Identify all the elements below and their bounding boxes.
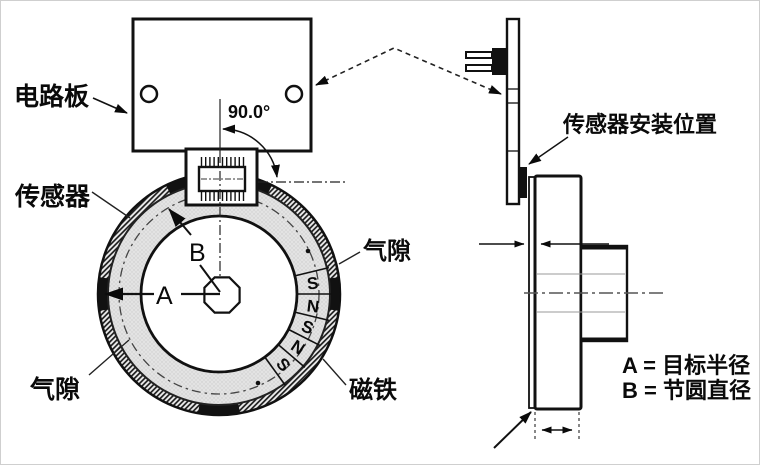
shaft-octagon xyxy=(203,276,241,314)
hidden-bore-lines xyxy=(537,273,625,313)
label-air-gap-right: 气隙 xyxy=(362,237,411,265)
label-air-gap-left: 气隙 xyxy=(29,375,80,404)
leader-sensor xyxy=(91,191,131,219)
pcb-hole-left xyxy=(139,84,159,104)
leader-air-gap-left xyxy=(88,339,130,376)
pole-divider-lines xyxy=(264,266,332,386)
label-circuit-board: 电路板 xyxy=(14,83,89,111)
pcb-front xyxy=(131,17,313,153)
pitch-dot-top xyxy=(305,248,311,254)
radius-label: A xyxy=(156,282,173,310)
pole-label-s1: S xyxy=(306,273,320,293)
pcb-side xyxy=(505,17,521,206)
view-link-arrow xyxy=(315,47,502,95)
legend-a: A = 目标半径 xyxy=(622,353,750,378)
rim-mark-left xyxy=(98,277,109,311)
label-magnet: 磁铁 xyxy=(349,376,397,404)
rim-mark-bottom xyxy=(198,403,240,415)
side-view: 传感器安装位置 A = 目标半径 B = 节圆直径 xyxy=(315,17,751,449)
angle-arc xyxy=(222,124,280,178)
pole-label-n1: N xyxy=(306,296,321,316)
legend-b: B = 节圆直径 xyxy=(622,378,751,403)
connector-body xyxy=(492,48,507,75)
sensor-side xyxy=(518,167,527,198)
front-view: S N S N S xyxy=(14,17,411,417)
label-sensor: 传感器 xyxy=(14,182,91,211)
pitch-leader-to-center xyxy=(199,264,221,293)
angle-value: 90.0° xyxy=(228,102,270,122)
width-dimension xyxy=(534,412,580,439)
leader-magnet xyxy=(322,358,347,386)
magnet-pointer-arrow xyxy=(493,411,532,449)
connector-pin-bottom xyxy=(465,64,493,72)
pitch-dim-label: B xyxy=(189,239,206,267)
pitch-leader-arrow xyxy=(168,208,192,236)
pcb-hole-right xyxy=(284,84,304,104)
rim-mark-right xyxy=(329,277,340,311)
leader-circuit-board xyxy=(92,97,128,114)
leader-sensor-mount xyxy=(528,136,569,165)
leader-air-gap-right xyxy=(338,251,361,265)
pitch-dot-bottom xyxy=(255,380,261,386)
label-sensor-mount: 传感器安装位置 xyxy=(562,112,717,137)
connector-pin-top xyxy=(465,51,493,59)
pcb-side-ticks xyxy=(507,88,519,152)
